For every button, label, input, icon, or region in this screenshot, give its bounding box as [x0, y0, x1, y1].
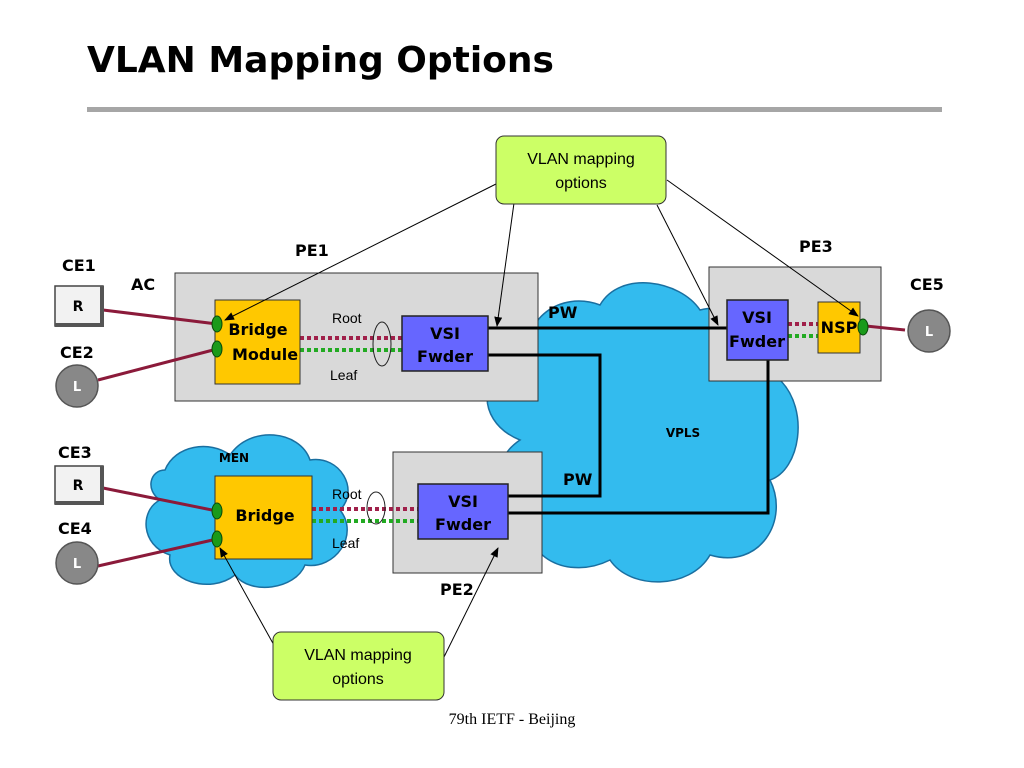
men-bridge	[214, 475, 313, 560]
pe1-vsi-fwder	[401, 315, 489, 372]
pe1-root-label: Root	[332, 310, 362, 326]
pe3-vsi-line2: Fwder	[729, 332, 785, 351]
pe3-vsi-line1: VSI	[742, 308, 772, 327]
pe1-leaf-label: Leaf	[330, 367, 357, 383]
nsp-label: NSP	[821, 318, 858, 337]
pe2-vsi-line2: Fwder	[435, 515, 491, 534]
attachment-circuits	[97, 308, 906, 568]
pe3-label: PE3	[799, 237, 833, 256]
ce4-label: CE4	[58, 519, 92, 538]
pe2-leaf-label: Leaf	[332, 535, 359, 551]
pw-label-top: PW	[548, 303, 578, 322]
pe3-root-leaf-links	[788, 322, 818, 338]
ce2-label: CE2	[60, 343, 94, 362]
men-label: MEN	[219, 451, 249, 465]
pe2-vsi-line1: VSI	[448, 492, 478, 511]
svg-text:L: L	[73, 557, 81, 572]
bridge-module-label-line2: Module	[232, 345, 298, 364]
pe2-root-leaf-links	[312, 507, 418, 523]
port-marker	[211, 502, 223, 520]
pe2-label: PE2	[440, 580, 474, 599]
ce5-label: CE5	[910, 275, 944, 294]
port-marker	[857, 318, 869, 336]
title-rule	[87, 107, 942, 112]
pe2-root-label: Root	[332, 486, 362, 502]
ce4-device: L	[55, 541, 99, 585]
pe1-vsi-line1: VSI	[430, 324, 460, 343]
port-marker	[211, 315, 223, 333]
men-bridge-label: Bridge	[235, 506, 294, 525]
pe2-vsi-fwder	[417, 483, 509, 540]
ce1-label: CE1	[62, 256, 96, 275]
svg-text:R: R	[73, 299, 84, 315]
callout-arrows	[219, 179, 859, 658]
callout-top-box	[495, 135, 667, 205]
callout-top-text-line2: options	[555, 175, 607, 192]
pw-lines	[488, 326, 770, 515]
ce3-device: R	[54, 465, 104, 505]
pe1-root-leaf-links	[300, 336, 402, 352]
pe1-ellipse	[372, 321, 392, 367]
ce2-device: L	[55, 364, 99, 408]
slide-footer: 79th IETF - Beijing	[448, 711, 576, 728]
pe1-label: PE1	[295, 241, 329, 260]
callout-bottom-box	[272, 631, 445, 701]
ce5-device: L	[907, 309, 951, 353]
callout-bottom-text-line2: options	[332, 671, 384, 688]
bridge-module	[214, 299, 301, 385]
callout-top-text-line1: VLAN mapping	[527, 151, 635, 168]
pe3-vsi-fwder	[726, 299, 789, 361]
vpls-label: VPLS	[666, 426, 700, 440]
svg-text:L: L	[925, 325, 933, 340]
ce1-device: R	[54, 285, 104, 327]
slide-title: VLAN Mapping Options	[87, 40, 554, 81]
bridge-module-label-line1: Bridge	[228, 320, 287, 339]
pe2-ellipse	[366, 491, 386, 525]
pw-label-bottom: PW	[563, 470, 593, 489]
port-markers	[211, 315, 869, 548]
pe1-vsi-line2: Fwder	[417, 347, 473, 366]
port-marker	[211, 530, 223, 548]
port-marker	[211, 340, 223, 358]
svg-text:L: L	[73, 380, 81, 395]
callout-bottom-text-line1: VLAN mapping	[304, 647, 412, 664]
ce3-label: CE3	[58, 443, 92, 462]
svg-text:R: R	[73, 478, 84, 494]
ac-label: AC	[131, 275, 155, 294]
